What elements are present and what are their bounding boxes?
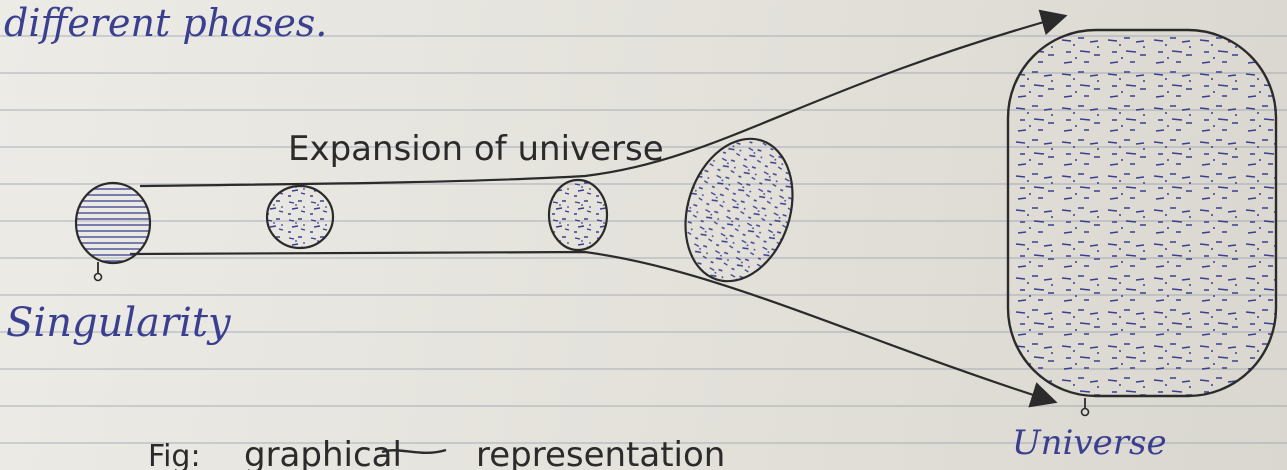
universe-shape: [1006, 28, 1278, 417]
phase-oval-2: [547, 178, 609, 252]
caption-struck-word: graphical: [244, 435, 402, 470]
figure-caption: Fig: graphical representation: [148, 435, 725, 470]
singularity-label: Singularity: [6, 300, 232, 346]
intro-text: different phases.: [4, 1, 327, 45]
expansion-label: Expansion of universe: [288, 129, 664, 169]
singularity-shape: [74, 181, 152, 282]
phase-oval-3: [684, 137, 794, 283]
caption-rest: representation: [476, 435, 725, 470]
upper-expansion-arrow: [139, 9, 1068, 188]
caption-prefix: Fig:: [148, 439, 201, 470]
lower-expansion-arrow: [129, 250, 1058, 408]
phase-oval-1: [265, 184, 335, 250]
caption-strikethrough: [381, 448, 447, 454]
universe-label: Universe: [1012, 423, 1167, 463]
